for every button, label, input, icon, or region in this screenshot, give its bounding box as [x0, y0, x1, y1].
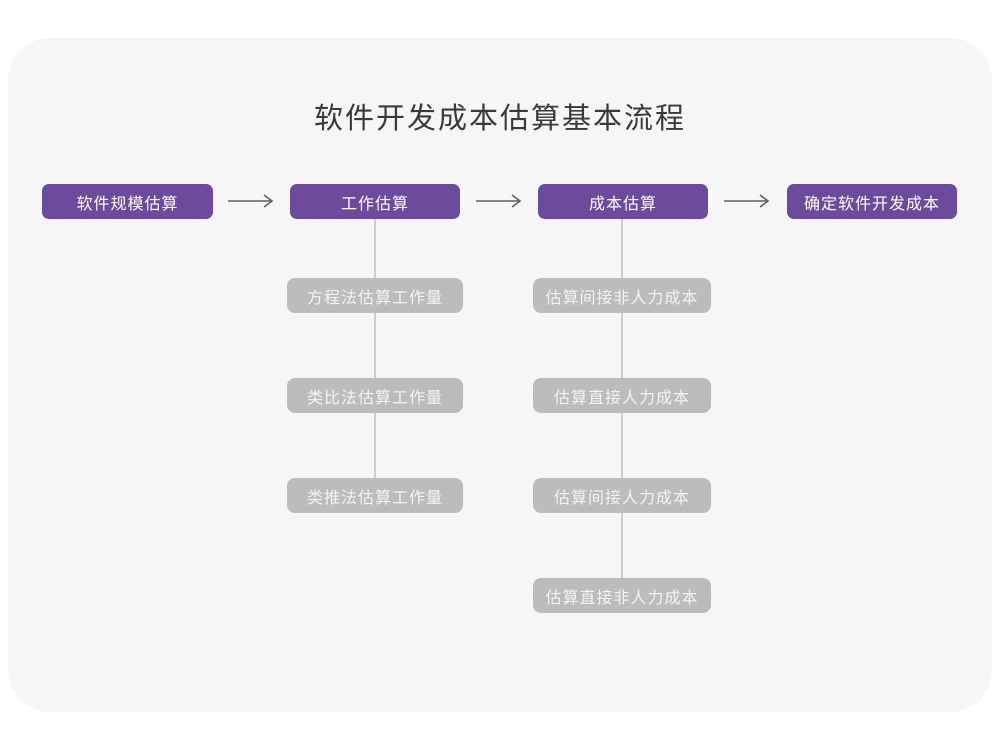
- cost-node-direct-non-labor: 估算直接非人力成本: [533, 578, 711, 613]
- arrow-right-icon: [724, 194, 770, 208]
- cost-node-direct-labor: 估算直接人力成本: [533, 378, 711, 413]
- diagram-card: [8, 38, 992, 712]
- flow-node-software-scale-estimation: 软件规模估算: [42, 184, 213, 219]
- method-node-extrapolation: 类推法估算工作量: [287, 478, 463, 513]
- method-node-equation: 方程法估算工作量: [287, 278, 463, 313]
- arrow-right-icon: [228, 194, 274, 208]
- method-node-analogy: 类比法估算工作量: [287, 378, 463, 413]
- connector-line-work-estimation: [374, 219, 376, 481]
- flow-node-cost-estimation: 成本估算: [538, 184, 708, 219]
- arrow-right-icon: [476, 194, 522, 208]
- cost-node-indirect-non-labor: 估算间接非人力成本: [533, 278, 711, 313]
- cost-node-indirect-labor: 估算间接人力成本: [533, 478, 711, 513]
- flow-node-determine-development-cost: 确定软件开发成本: [787, 184, 957, 219]
- flow-node-work-estimation: 工作估算: [290, 184, 460, 219]
- page-title: 软件开发成本估算基本流程: [313, 101, 686, 135]
